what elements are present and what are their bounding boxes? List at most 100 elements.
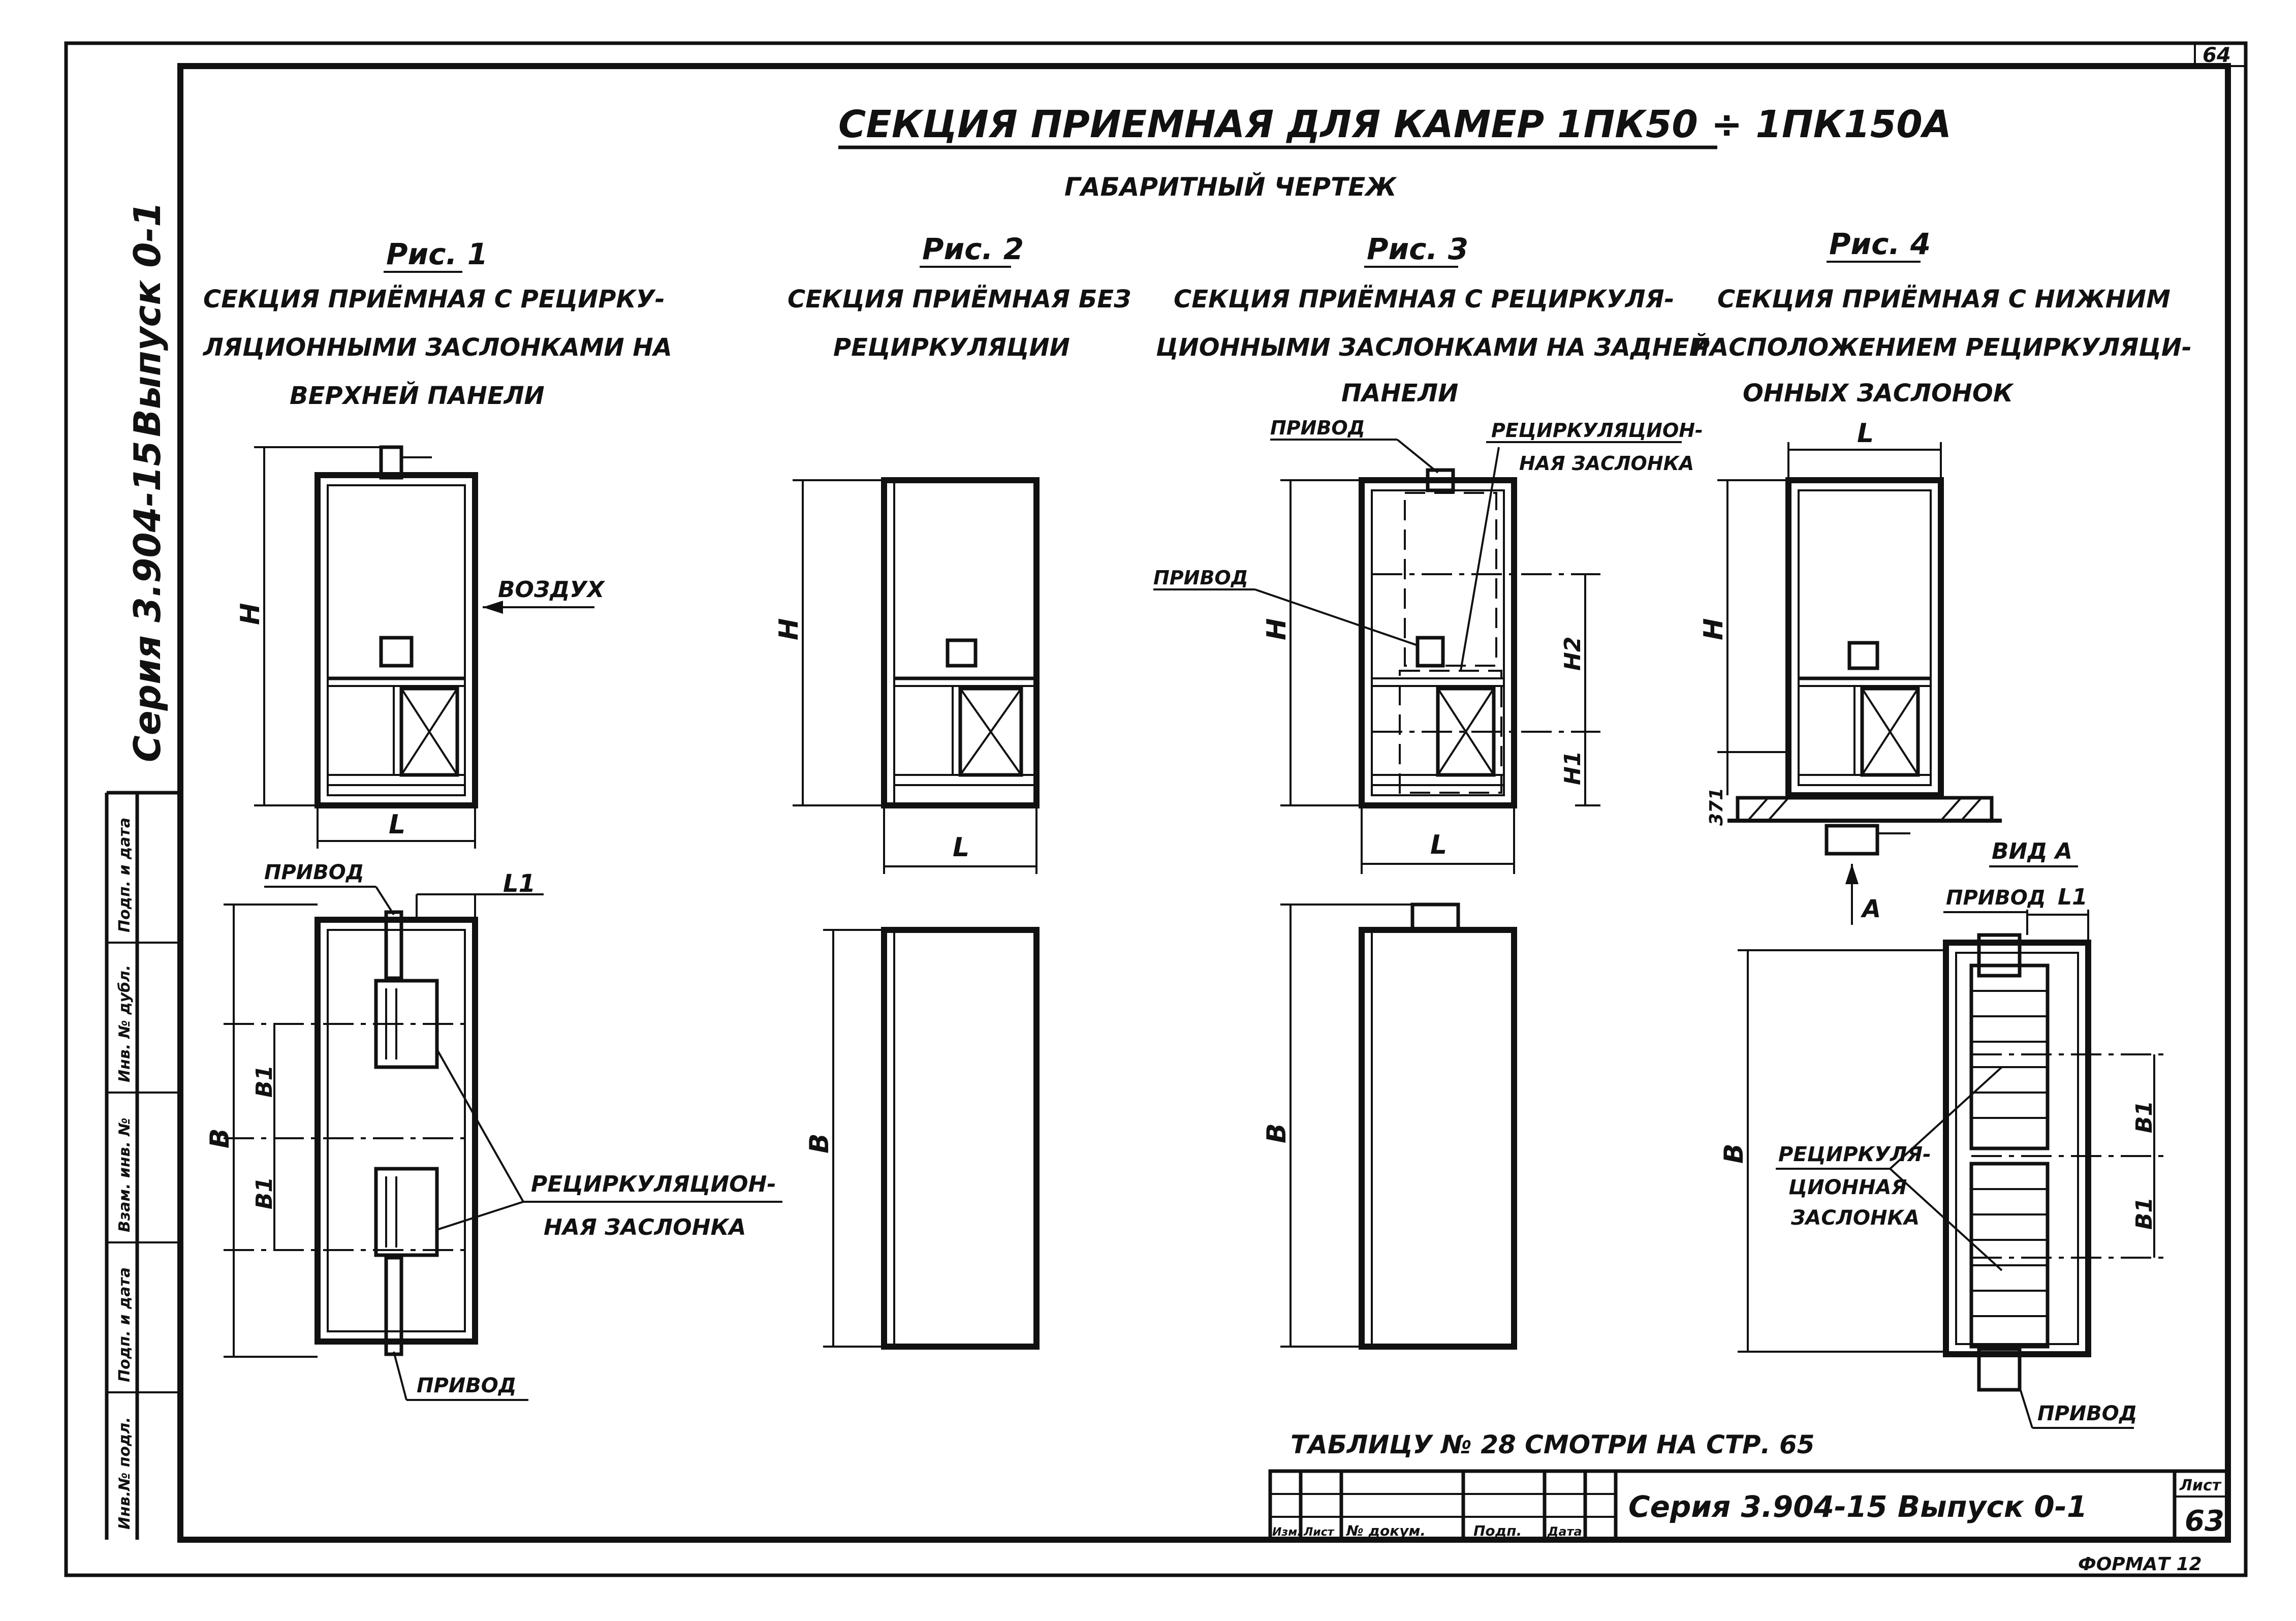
fig1-top-drive	[379, 445, 403, 480]
fig4-dim-b: В В1 В1	[1719, 949, 2157, 1353]
fig3-dim-l: L	[1361, 805, 1515, 874]
figure-3-caption-line-2: ЦИОННЫМИ ЗАСЛОНКАМИ НА ЗАДНЕЙ	[1156, 333, 1710, 362]
fig1-damper-text-line-1: РЕЦИРКУЛЯЦИОН-	[531, 1171, 776, 1197]
figure-2-caption-line-2: РЕЦИРКУЛЯЦИИ	[833, 333, 1070, 362]
sheet-corner-number: 64	[2203, 44, 2231, 67]
fig1-dim-b1-upper-label: В1	[251, 1065, 277, 1098]
title-block-col-change: Изм.	[1272, 1526, 1302, 1539]
figure-1-caption-line-2: ЛЯЦИОННЫМИ ЗАСЛОНКАМИ НА	[202, 333, 672, 362]
fig3-drive-label-top: ПРИВОД	[1270, 417, 1439, 474]
title-block-col-sheet: Лист	[1303, 1526, 1335, 1539]
title-block-sheet-number: 63	[2185, 1505, 2224, 1538]
fig3-top-drive	[1426, 468, 1455, 492]
fig3-dim-b-label: В	[1262, 1123, 1292, 1143]
fig2-dim-h: Н	[774, 479, 884, 806]
fig1-dim-l-label: L	[389, 809, 405, 840]
fig4-dim-b1-upper-label: В1	[2131, 1101, 2157, 1133]
fig1-drive-label-top: ПРИВОД	[264, 861, 395, 916]
fig2-dim-b-label: В	[804, 1133, 835, 1154]
fig4-drive-label-bottom: ПРИВОД	[2019, 1387, 2137, 1429]
figure-3-front-view	[1359, 468, 1600, 808]
fig4-dim-l-top: L	[1787, 418, 1942, 480]
fig1-dim-l1: L1	[416, 869, 544, 920]
fig4-damper-text-line-2: ЦИОННАЯ	[1788, 1176, 1907, 1199]
fig2-dim-l: L	[883, 805, 1037, 874]
figure-3-caption: Рис. 3 СЕКЦИЯ ПРИЁМНАЯ С РЕЦИРКУЛЯ- ЦИОН…	[1156, 232, 1710, 408]
fig4-drive-text-top: ПРИВОД	[1946, 886, 2046, 910]
page-subtitle: ГАБАРИТНЫЙ ЧЕРТЕЖ	[1064, 172, 1397, 202]
fig2-filter-window	[946, 638, 978, 668]
fig4-damper-upper	[1969, 963, 2050, 1150]
title-block-col-sign: Подп.	[1473, 1522, 1522, 1539]
fig3-damper-text-line-1: РЕЦИРКУЛЯЦИОН-	[1491, 419, 1703, 442]
figure-4-number: Рис. 4	[1829, 227, 1931, 261]
fig3-damper-dashed	[1404, 492, 1497, 667]
title-block-series: Серия 3.904-15 Выпуск 0-1	[1628, 1489, 2087, 1524]
inner-frame	[177, 63, 2231, 1543]
fig1-damper-lower	[374, 1167, 439, 1257]
fig4-drive-bottom	[1977, 1347, 2022, 1392]
fig4-dim-b1-lower-label: В1	[2131, 1197, 2157, 1230]
fig1-dim-h-label: Н	[235, 603, 266, 625]
figure-1-top-view	[224, 910, 478, 1356]
figure-4-caption: Рис. 4 СЕКЦИЯ ПРИЁМНАЯ С НИЖНИМ РАСПОЛОЖ…	[1692, 227, 2192, 408]
fig1-dim-l: L	[317, 805, 476, 849]
fig4-arrow-a-label: А	[1860, 895, 1881, 923]
fig4-filter-window	[1847, 641, 1879, 670]
fig3-dim-h2-label: Н2	[1560, 637, 1586, 671]
table-note: ТАБЛИЦУ № 28 СМОТРИ НА СТР. 65	[1291, 1430, 1815, 1459]
fig4-damper-label: РЕЦИРКУЛЯ- ЦИОННАЯ ЗАСЛОНКА	[1776, 1066, 2003, 1271]
fig4-bottom-drive	[1825, 824, 1879, 856]
figure-3-top-view	[1359, 902, 1517, 1350]
figure-1-front-view	[314, 445, 478, 808]
fig4-damper-text-line-3: ЗАСЛОНКА	[1790, 1206, 1920, 1230]
side-stamp-block: Инв.№ подл. Подп. и дата Взам. инв. № Ин…	[105, 791, 180, 1540]
fig3-drive-label-left: ПРИВОД	[1153, 567, 1418, 646]
fig1-dim-b-label: В	[205, 1128, 235, 1148]
format-label: ФОРМАТ 12	[2078, 1554, 2202, 1575]
figure-4-caption-line-2: РАСПОЛОЖЕНИЕМ РЕЦИРКУЛЯЦИ-	[1692, 333, 2192, 362]
figure-3-caption-line-1: СЕКЦИЯ ПРИЁМНАЯ С РЕЦИРКУЛЯ-	[1174, 285, 1674, 314]
fig1-drive-text-bottom: ПРИВОД	[417, 1374, 516, 1397]
figure-2-top-view	[881, 927, 1040, 1350]
corner-box	[2194, 42, 2247, 67]
title-block: Изм. Лист № докум. Подп. Дата Серия 3.90…	[1268, 1469, 2230, 1542]
title-block-col-doc: № докум.	[1345, 1522, 1426, 1539]
title-block-sheet-label: Лист	[2179, 1477, 2222, 1494]
figure-2-front-view	[881, 477, 1040, 808]
fig1-dim-b: В В1 В1	[205, 903, 318, 1358]
figure-1-number: Рис. 1	[386, 237, 488, 271]
side-stamp-3: Взам. инв. №	[116, 1117, 134, 1232]
figure-3-number: Рис. 3	[1367, 232, 1468, 266]
fig4-dim-371-label: 371	[1706, 788, 1727, 826]
figure-3-caption-line-3: ПАНЕЛИ	[1341, 379, 1458, 408]
fig4-floor-hatch	[1736, 796, 1994, 823]
fig1-damper-label: РЕЦИРКУЛЯЦИОН- НАЯ ЗАСЛОНКА	[436, 1049, 782, 1240]
fig4-damper-slats	[1971, 990, 2048, 1317]
fig3-drive-box	[1416, 636, 1445, 668]
fig3-top-view-drive	[1410, 902, 1460, 932]
figure-1-caption-line-3: ВЕРХНЕЙ ПАНЕЛИ	[290, 381, 545, 410]
fig3-dim-h-label: Н	[1262, 618, 1292, 640]
figure-2-caption: Рис. 2 СЕКЦИЯ ПРИЁМНАЯ БЕЗ РЕЦИРКУЛЯЦИИ	[788, 232, 1131, 362]
fig2-dim-h-label: Н	[774, 618, 804, 640]
fig4-drive-label-top: ПРИВОД	[1943, 886, 2046, 913]
figure-4-caption-line-1: СЕКЦИЯ ПРИЁМНАЯ С НИЖНИМ	[1717, 285, 2171, 314]
fig4-view-a-label: ВИД А	[1989, 838, 2078, 867]
fig4-arrow-a: А	[1845, 864, 1881, 925]
fig4-damper-lower	[1969, 1162, 2050, 1349]
side-stamp-1: Инв.№ подл.	[116, 1417, 134, 1530]
side-stamp-5: Подп. и дата	[116, 818, 134, 932]
fig1-drive-top	[384, 910, 403, 980]
side-stamp-2: Подп. и дата	[116, 1267, 134, 1382]
figure-4-view-a	[1943, 933, 2164, 1392]
fig1-damper-text-line-2: НАЯ ЗАСЛОНКА	[544, 1214, 746, 1240]
figure-2-number: Рис. 2	[922, 232, 1024, 266]
figure-4-caption-line-3: ОННЫХ ЗАСЛОНОК	[1743, 379, 2015, 408]
side-series-text: Серия 3.904-15	[126, 441, 169, 762]
fig4-dim-l-label: L	[1857, 418, 1874, 449]
fig3-dim-h1-label: Н1	[1560, 751, 1586, 785]
fig4-dim-h: Н 371	[1699, 479, 1788, 826]
fig1-dim-h: Н	[235, 446, 381, 806]
